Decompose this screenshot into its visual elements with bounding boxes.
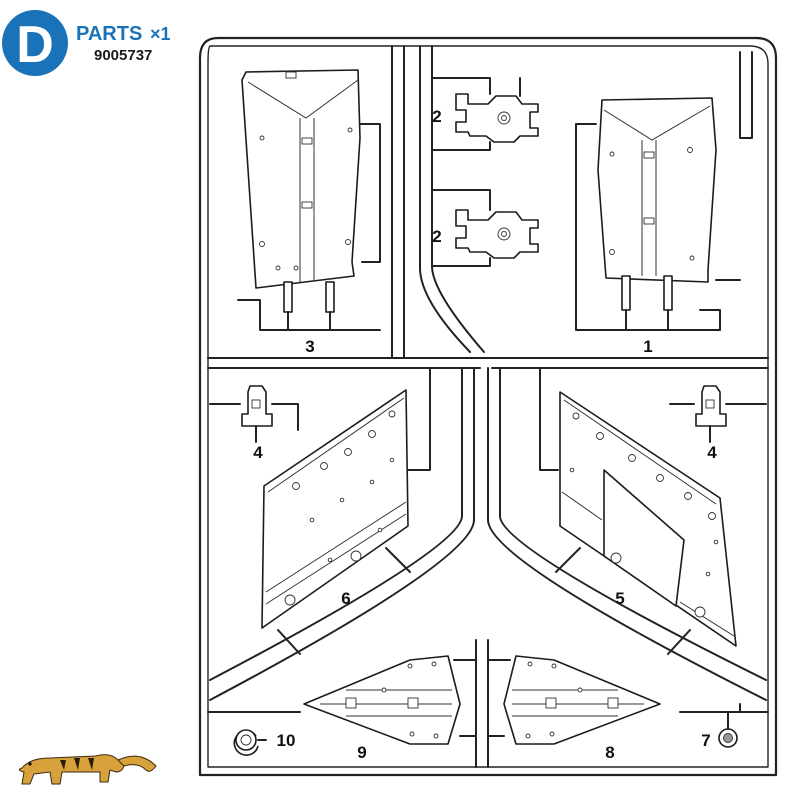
part-number: 9005737 bbox=[94, 47, 152, 64]
part-number-4a: 4 bbox=[253, 443, 263, 462]
part-7: 7 bbox=[701, 703, 741, 750]
part-number-8: 8 bbox=[605, 743, 614, 762]
sprue-frame bbox=[198, 36, 778, 777]
sprue-letter: D bbox=[16, 16, 54, 74]
part-number-2a: 2 bbox=[432, 107, 441, 126]
part-2-lower: 2 bbox=[431, 189, 539, 267]
part-number-3: 3 bbox=[305, 337, 314, 356]
part-1: 1 bbox=[575, 97, 741, 356]
part-number-6: 6 bbox=[341, 589, 350, 608]
part-number-7: 7 bbox=[701, 731, 710, 750]
part-number-9: 9 bbox=[357, 743, 366, 762]
part-number-2b: 2 bbox=[432, 227, 441, 246]
parts-title: PARTS bbox=[76, 23, 142, 45]
part-9: 9 bbox=[303, 655, 477, 762]
part-8: 8 bbox=[487, 655, 661, 762]
part-6: 6 bbox=[261, 367, 431, 655]
part-2-upper: 2 bbox=[431, 77, 539, 151]
part-number-10: 10 bbox=[277, 731, 296, 750]
part-10: 10 bbox=[233, 729, 296, 756]
part-number-1: 1 bbox=[643, 337, 652, 356]
parts-header: D PARTS ×1 9005737 bbox=[2, 10, 171, 76]
part-4-right: 4 bbox=[669, 385, 767, 462]
part-3: 3 bbox=[237, 69, 381, 356]
part-number-5: 5 bbox=[615, 589, 624, 608]
tiger-icon bbox=[18, 754, 157, 785]
part-4-left: 4 bbox=[209, 385, 299, 462]
part-number-4b: 4 bbox=[707, 443, 717, 462]
sprue-letter-badge bbox=[2, 10, 68, 76]
part-5: 5 bbox=[539, 367, 737, 655]
parts-quantity: ×1 bbox=[150, 24, 171, 44]
